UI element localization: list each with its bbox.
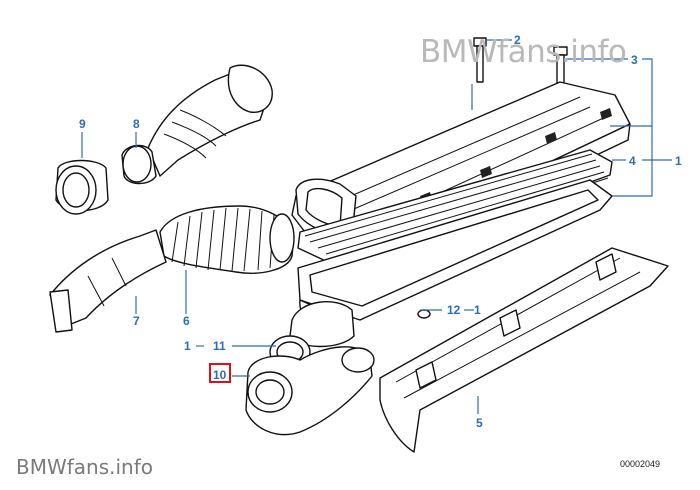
sealing-ring-part-9[interactable]	[55, 159, 109, 215]
watermark-top: BMWfans.info	[420, 34, 627, 70]
callout-4[interactable]: 4	[629, 154, 636, 168]
callout-10[interactable]: 10	[213, 368, 227, 382]
callout-12[interactable]: 12	[447, 303, 461, 317]
callout-7[interactable]: 7	[133, 314, 140, 328]
callout-11[interactable]: 11	[213, 339, 226, 353]
callout-1-right[interactable]: 1	[675, 154, 682, 168]
callout-9[interactable]: 9	[79, 117, 86, 131]
leader-lines	[81, 39, 672, 414]
heat-shield-part-5[interactable]	[379, 247, 669, 453]
callout-5[interactable]: 5	[476, 416, 483, 430]
figure-number: 00002049	[620, 459, 661, 469]
callout-1-left[interactable]: 1	[184, 339, 191, 353]
intake-duct-part-8[interactable]	[121, 64, 273, 185]
air-duct-part-7[interactable]	[49, 229, 167, 333]
clip-part-12[interactable]	[417, 309, 431, 319]
bellows-hose-part-6[interactable]	[159, 205, 295, 274]
callout-3[interactable]: 3	[631, 53, 638, 67]
highlight-box-part-10	[209, 363, 231, 383]
callout-8[interactable]: 8	[133, 117, 140, 131]
intake-boot-part-10[interactable]	[245, 346, 375, 436]
callout-6[interactable]: 6	[183, 314, 190, 328]
screw-part-2[interactable]	[473, 37, 487, 83]
callout-2[interactable]: 2	[514, 33, 521, 47]
callout-1-mid[interactable]: 1	[474, 303, 481, 317]
watermark-bottom: BMWfans.info	[16, 455, 154, 479]
